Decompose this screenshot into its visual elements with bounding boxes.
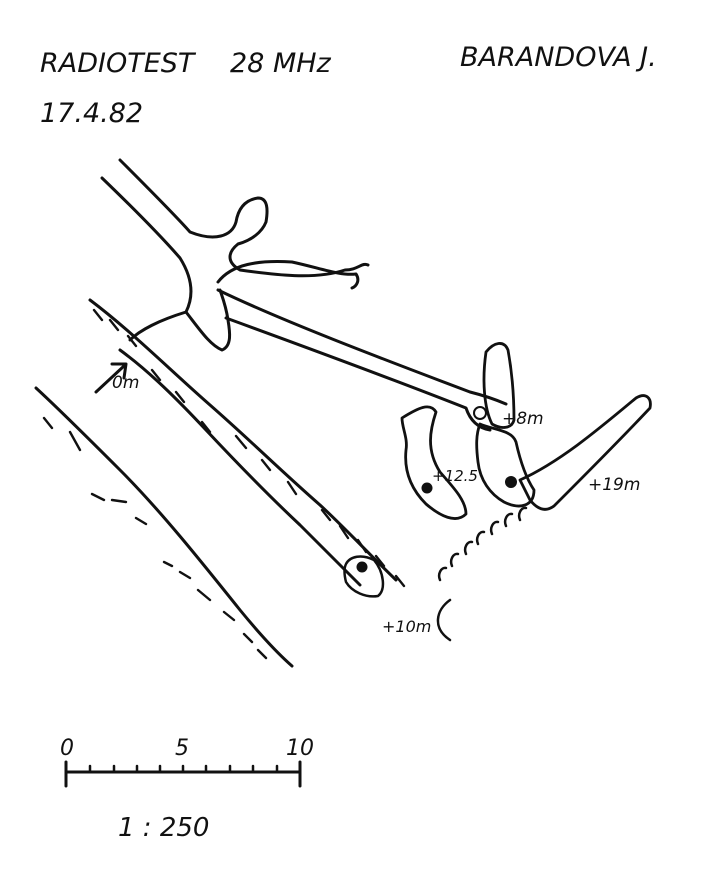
lower-pocket	[343, 555, 385, 598]
entrance-marker: 0m	[94, 362, 139, 394]
station-point	[356, 561, 368, 573]
branch-19m	[518, 394, 652, 511]
slope-arcs	[436, 506, 528, 642]
map-title: RADIOTEST	[40, 48, 197, 79]
point-labels: +8m +12.5 +19m +10m	[382, 409, 640, 636]
entrance-label: 0m	[112, 373, 139, 393]
label-plus-10m: +10m	[382, 617, 431, 636]
middle-ravine	[88, 298, 406, 588]
station-point	[505, 476, 517, 488]
chamber-main	[473, 342, 536, 508]
left-scarp	[34, 386, 294, 668]
upper-passage	[100, 158, 508, 432]
label-plus-8m: +8m	[502, 409, 544, 429]
station-point	[421, 482, 433, 494]
frequency-label: 28 MHz	[230, 48, 332, 79]
label-plus-19m: +19m	[588, 475, 640, 495]
scale-ratio: 1 : 250	[118, 813, 209, 843]
scale-bar: 0 5 10 1 : 250	[60, 736, 314, 843]
scale-tick-10: 10	[286, 736, 314, 761]
author-name: BARANDOVA J.	[460, 42, 657, 73]
chamber-12-5	[400, 405, 468, 520]
survey-date: 17.4.82	[40, 98, 143, 129]
label-plus-12-5: +12.5	[432, 467, 478, 485]
scale-tick-5: 5	[175, 736, 189, 761]
scale-tick-0: 0	[60, 736, 74, 761]
header: RADIOTEST 28 MHz BARANDOVA J. 17.4.82	[40, 42, 657, 129]
entrance-ring	[473, 406, 487, 420]
